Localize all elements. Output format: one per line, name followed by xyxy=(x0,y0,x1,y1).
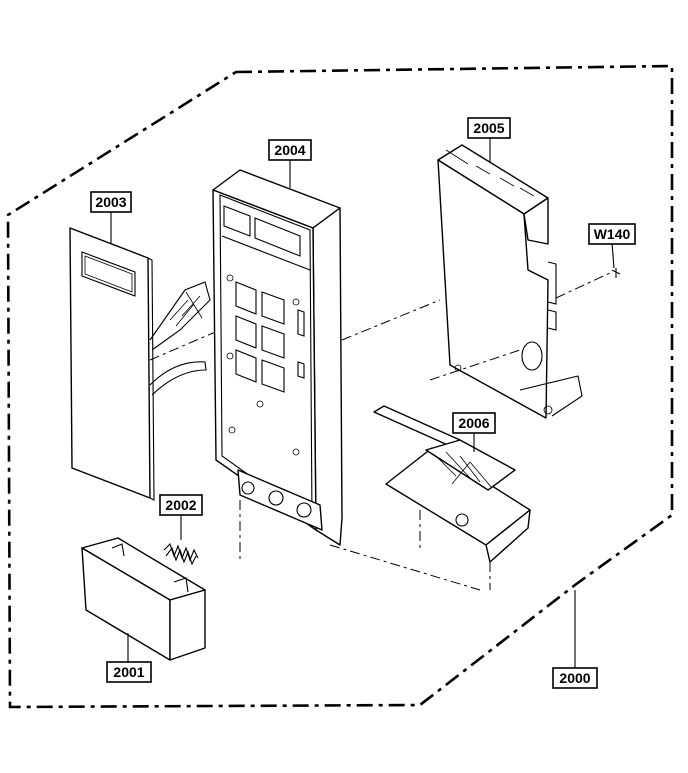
callout-2006: 2006 xyxy=(452,412,496,434)
callout-2002: 2002 xyxy=(159,494,203,516)
assembly-boundary xyxy=(6,64,674,709)
label-2003: 2003 xyxy=(95,194,126,210)
label-2006: 2006 xyxy=(458,415,489,431)
pcb-board xyxy=(429,144,621,419)
label-w140: W140 xyxy=(594,226,631,242)
label-2004: 2004 xyxy=(274,142,305,158)
membrane-sheet xyxy=(69,227,221,501)
leader-lines xyxy=(110,138,615,668)
label-2001: 2001 xyxy=(113,664,144,680)
callout-2005: 2005 xyxy=(467,117,511,139)
label-2000: 2000 xyxy=(559,670,590,686)
callout-2000: 2000 xyxy=(552,667,598,689)
callout-2003: 2003 xyxy=(90,191,132,213)
callout-w140: W140 xyxy=(588,223,636,245)
label-2005: 2005 xyxy=(473,120,504,136)
label-2002: 2002 xyxy=(165,497,196,513)
control-frame xyxy=(212,169,481,591)
callout-2001: 2001 xyxy=(106,661,152,683)
lever-assembly xyxy=(373,405,531,590)
spring xyxy=(163,542,199,566)
door-button xyxy=(81,537,206,661)
callout-2004: 2004 xyxy=(268,139,312,161)
